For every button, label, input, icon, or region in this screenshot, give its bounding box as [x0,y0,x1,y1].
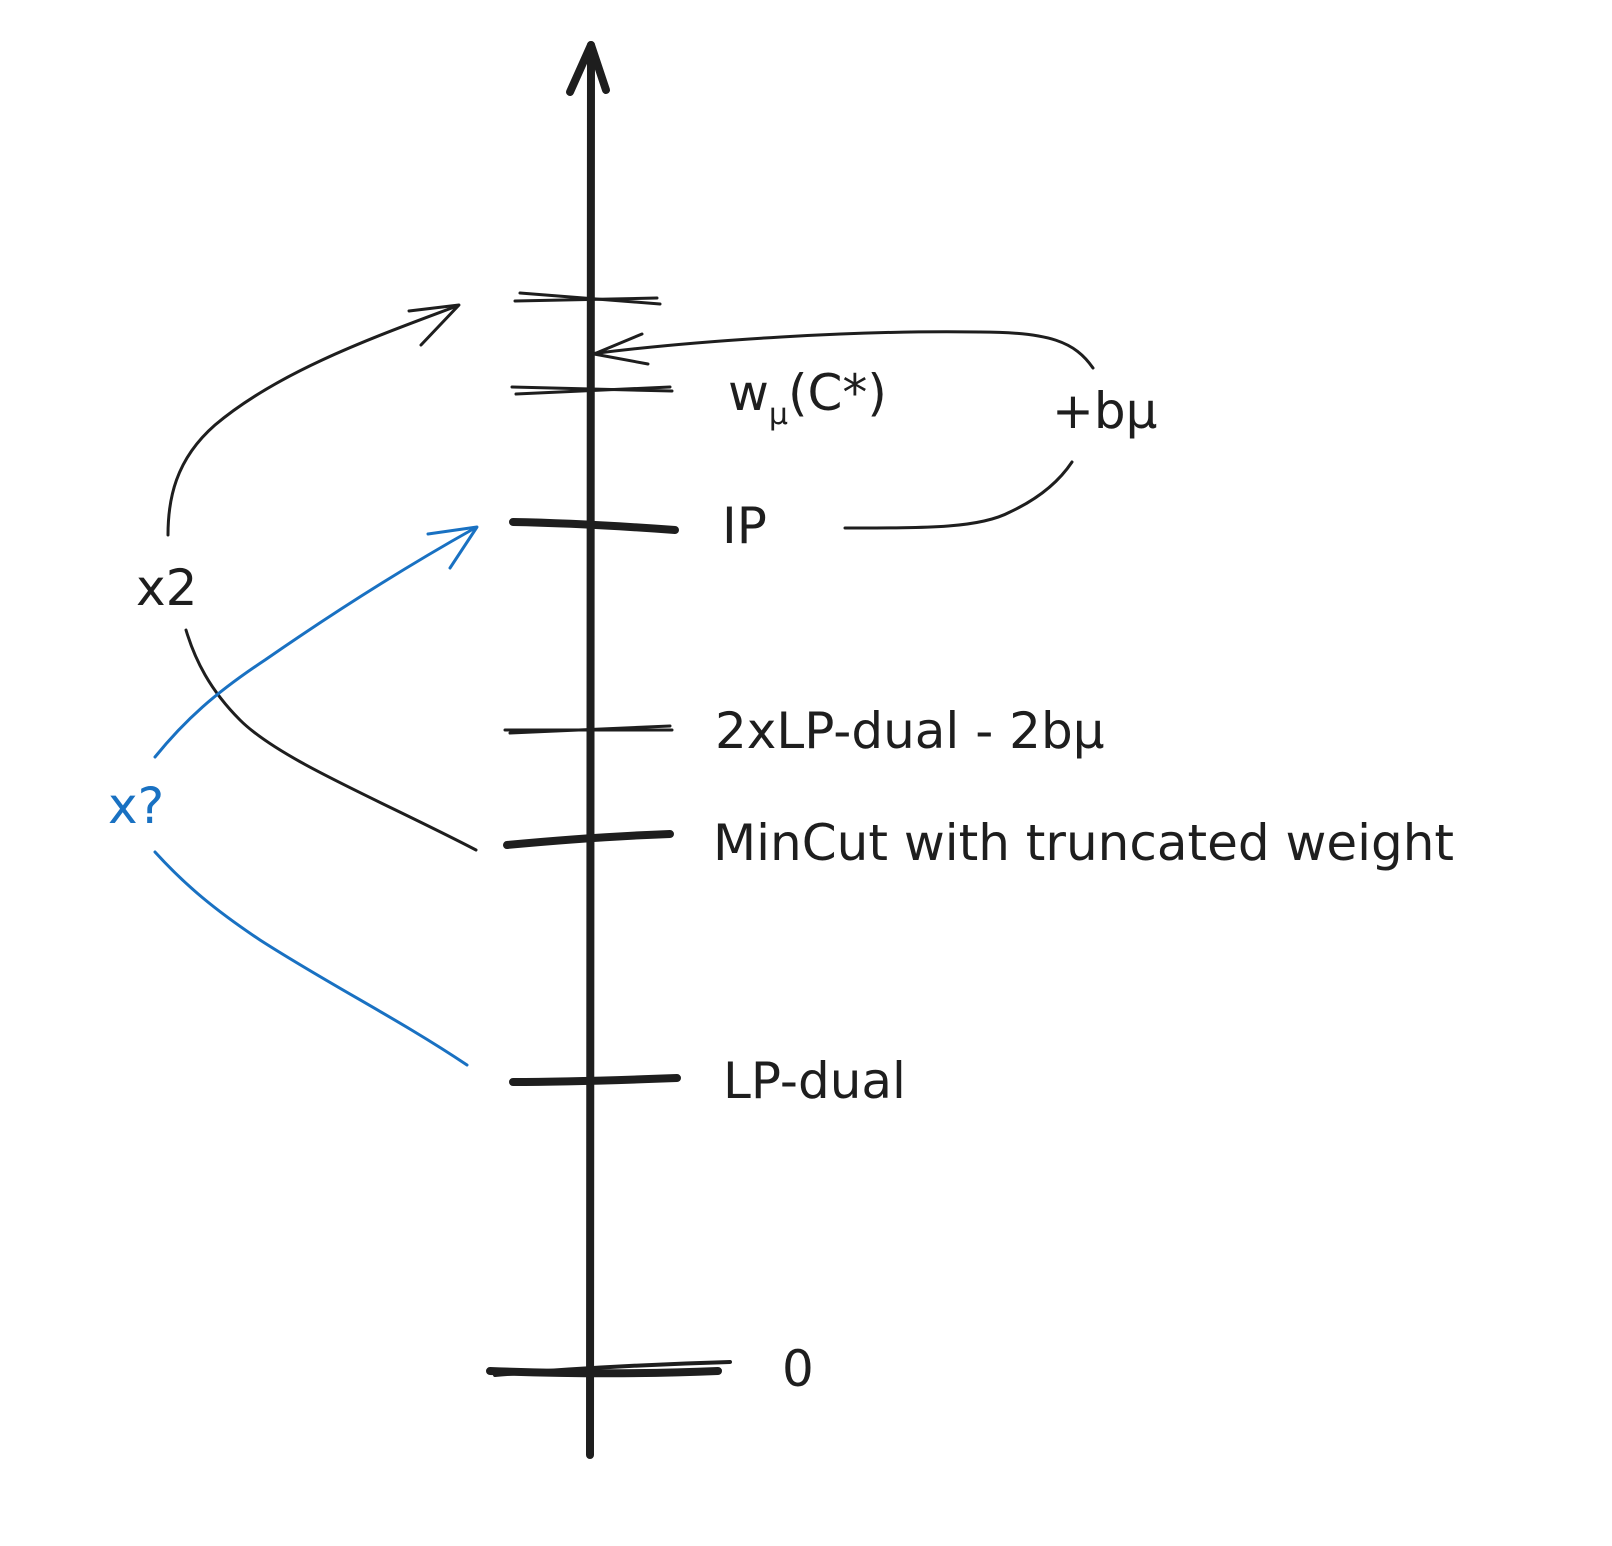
tick-mincut [503,830,674,849]
x-unknown-lower-curve [153,850,469,1067]
label-two-lp-dual: 2xLP-dual - 2bμ [715,702,1105,760]
x-unknown-upper-curve [153,526,477,759]
plus-b-mu-upper-curve [588,330,1095,370]
x2-upper-curve [166,304,459,537]
label-x-unknown: x? [108,777,164,835]
tick-ip [509,518,679,534]
tick-top [513,291,662,306]
x-unknown-arrowhead [426,525,479,570]
tick-lpdual [509,1074,681,1086]
axis-arrowhead [566,41,610,96]
x2-lower-curve [184,628,478,852]
label-w-mu-c-star: wμ(C*) [728,364,887,432]
tick-twolp [503,724,674,735]
tick-w [510,385,674,396]
label-x2: x2 [136,559,197,617]
label-lp-dual: LP-dual [723,1052,906,1110]
label-mincut: MinCut with truncated weight [713,814,1454,872]
x2-arrowhead [407,303,461,347]
label-plus-b-mu: +bμ [1052,382,1157,440]
tick-zero [486,1360,732,1378]
label-zero: 0 [782,1340,814,1398]
label-ip: IP [722,497,767,555]
vertical-axis [585,41,596,1459]
plus-b-mu-lower-curve [843,460,1074,530]
plus-b-mu-arrowhead [592,332,650,366]
